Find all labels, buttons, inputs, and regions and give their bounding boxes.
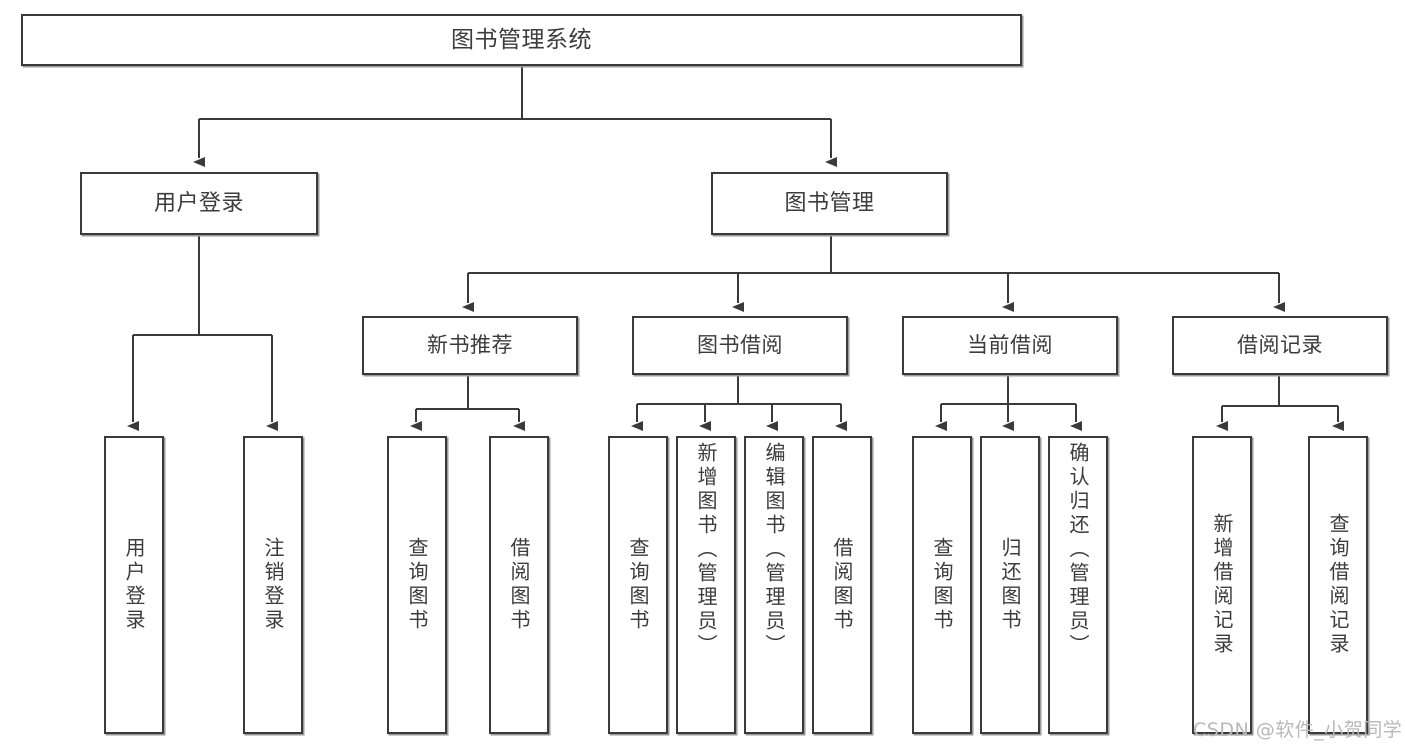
leaf-borrow-add-book-admin-label: 新增图书（管理员）: [694, 442, 718, 658]
node-user-login[interactable]: 用户登录: [80, 172, 318, 235]
leaf-new-book-borrow-books[interactable]: 借阅图书: [489, 436, 549, 734]
node-current-borrow[interactable]: 当前借阅: [902, 316, 1118, 375]
node-user-login-label: 用户登录: [153, 190, 244, 216]
leaf-borrow-borrow-books-label: 借阅图书: [830, 537, 854, 633]
leaf-borrow-add-book-admin[interactable]: 新增图书（管理员）: [676, 436, 736, 734]
leaf-borrow-query-books-label: 查询图书: [626, 537, 650, 633]
node-root-label: 图书管理系统: [451, 26, 592, 53]
node-book-borrow[interactable]: 图书借阅: [632, 316, 848, 375]
leaf-current-query-books[interactable]: 查询图书: [912, 436, 972, 734]
leaf-borrow-edit-book-admin-label: 编辑图书（管理员）: [762, 442, 786, 658]
leaf-user-login-login-label: 用户登录: [122, 537, 146, 633]
node-book-management-label: 图书管理: [784, 190, 875, 216]
node-root-book-management-system[interactable]: 图书管理系统: [21, 14, 1022, 66]
leaf-current-query-books-label: 查询图书: [930, 537, 954, 633]
leaf-new-book-query-books-label: 查询图书: [405, 537, 429, 633]
leaf-current-return-books[interactable]: 归还图书: [980, 436, 1040, 734]
leaf-record-add-borrow-record[interactable]: 新增借阅记录: [1192, 436, 1252, 734]
node-book-management[interactable]: 图书管理: [711, 172, 948, 235]
leaf-user-login-logout-label: 注销登录: [261, 537, 285, 633]
node-borrow-record[interactable]: 借阅记录: [1172, 316, 1388, 375]
leaf-borrow-borrow-books[interactable]: 借阅图书: [812, 436, 872, 734]
leaf-record-add-borrow-record-label: 新增借阅记录: [1210, 513, 1234, 657]
leaf-new-book-borrow-books-label: 借阅图书: [507, 537, 531, 633]
leaf-current-confirm-return-admin-label: 确认归还（管理员）: [1066, 442, 1090, 658]
leaf-user-login-logout[interactable]: 注销登录: [243, 436, 303, 734]
leaf-record-query-borrow-record-label: 查询借阅记录: [1326, 513, 1350, 657]
leaf-borrow-edit-book-admin[interactable]: 编辑图书（管理员）: [744, 436, 804, 734]
csdn-watermark: CSDN @软件_小贺同学: [1193, 719, 1403, 741]
leaf-current-return-books-label: 归还图书: [998, 537, 1022, 633]
leaf-current-confirm-return-admin[interactable]: 确认归还（管理员）: [1048, 436, 1108, 734]
node-new-book-recommend-label: 新书推荐: [427, 333, 513, 358]
leaf-user-login-login[interactable]: 用户登录: [104, 436, 164, 734]
node-current-borrow-label: 当前借阅: [967, 333, 1053, 358]
node-book-borrow-label: 图书借阅: [697, 333, 783, 358]
leaf-borrow-query-books[interactable]: 查询图书: [608, 436, 668, 734]
node-borrow-record-label: 借阅记录: [1237, 333, 1323, 358]
leaf-record-query-borrow-record[interactable]: 查询借阅记录: [1308, 436, 1368, 734]
leaf-new-book-query-books[interactable]: 查询图书: [387, 436, 447, 734]
node-new-book-recommend[interactable]: 新书推荐: [362, 316, 578, 375]
